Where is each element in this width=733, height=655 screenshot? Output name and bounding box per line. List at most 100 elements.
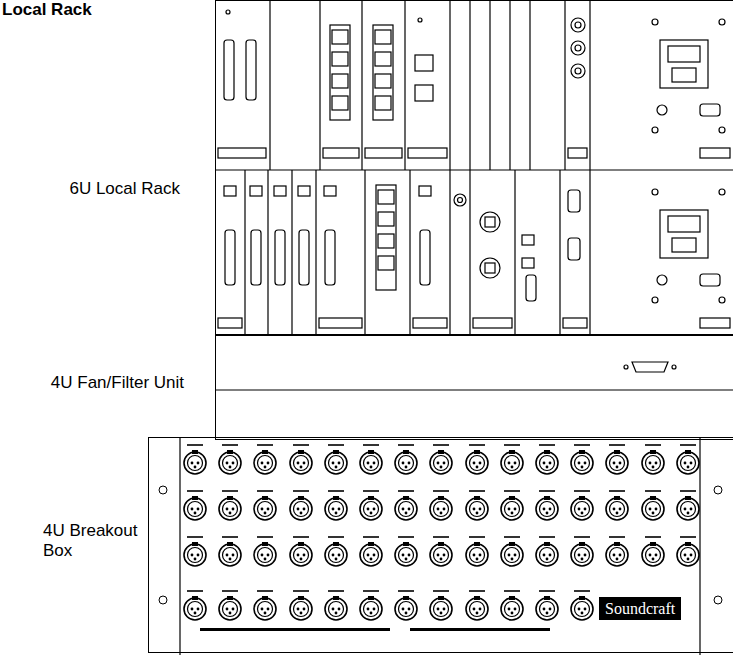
panel-screw	[652, 19, 658, 25]
rack-hole	[714, 596, 722, 604]
card-led	[226, 10, 230, 14]
xlr-row	[184, 536, 699, 566]
connector-stack	[376, 185, 396, 290]
xlr-connector	[430, 590, 452, 620]
card-footer	[473, 318, 512, 328]
bnc-socket	[571, 41, 585, 55]
diagram-title: Local Rack	[2, 0, 92, 20]
xlr-connector	[501, 590, 523, 620]
card-footer	[319, 318, 362, 328]
xlr-connector	[290, 536, 312, 566]
xlr-connector	[219, 490, 241, 520]
dsub-connector	[246, 40, 256, 100]
connector-cell	[332, 74, 348, 88]
rack-hole	[714, 486, 722, 494]
dsub-connector	[700, 274, 720, 286]
xlr-connector	[219, 536, 241, 566]
panel-screw	[652, 297, 658, 303]
xlr-connector	[395, 536, 417, 566]
xlr-row	[184, 590, 593, 620]
card-footer	[700, 148, 730, 158]
card-edge	[449, 0, 450, 170]
xlr-connector	[536, 590, 558, 620]
connector-cell	[378, 190, 394, 204]
rj45-socket	[415, 85, 433, 101]
xlr-connector	[536, 490, 558, 520]
optical-port	[522, 258, 534, 268]
card-edge	[469, 0, 470, 170]
connector-cell	[332, 30, 348, 44]
connector-cell	[375, 52, 391, 66]
xlr-row	[184, 444, 699, 474]
panel-screw	[624, 365, 628, 369]
xlr-connector	[254, 490, 276, 520]
card-footer	[365, 148, 402, 158]
connector-stack	[373, 25, 393, 120]
iec-inlet	[660, 210, 708, 258]
card-block	[224, 186, 236, 196]
mains-socket	[672, 68, 696, 82]
dsub-connector	[299, 230, 309, 285]
xlr-connector	[677, 444, 699, 474]
xlr-connector	[536, 444, 558, 474]
xlr-connector	[642, 490, 664, 520]
breakout-box: 4U Breakout BoxSoundcraft	[148, 437, 733, 653]
dsub-connector	[224, 40, 234, 100]
xlr-connector	[290, 590, 312, 620]
bnc-pin	[575, 68, 581, 74]
rj45-socket	[485, 263, 495, 273]
xlr-connector	[606, 444, 628, 474]
card-led	[418, 18, 422, 22]
card-footer	[563, 318, 587, 328]
panel-screw	[719, 127, 725, 133]
xlr-connector	[466, 490, 488, 520]
card-edge	[404, 0, 405, 170]
bnc-pin	[575, 45, 581, 51]
fan-unit-detail	[215, 362, 733, 390]
brand-logo: Soundcraft	[599, 597, 681, 620]
card-footer	[568, 148, 587, 158]
card-edge	[267, 170, 268, 335]
dsub-connector	[568, 190, 580, 212]
xlr-connector	[430, 444, 452, 474]
card-edge	[291, 170, 292, 335]
power-switch	[668, 46, 700, 62]
xlr-connector	[325, 536, 347, 566]
xlr-connector	[184, 490, 206, 520]
connector-cell	[375, 30, 391, 44]
xlr-connector	[571, 490, 593, 520]
rack-hole	[159, 486, 167, 494]
xlr-connector	[501, 536, 523, 566]
dsub-connector	[700, 104, 720, 116]
xlr-connector	[290, 444, 312, 474]
xlr-connector	[219, 590, 241, 620]
ethercon-socket	[480, 212, 500, 232]
bnc-socket	[454, 194, 466, 206]
bnc-socket	[571, 18, 585, 32]
unit-label: 4U Fan/Filter Unit	[51, 373, 184, 393]
rack-hole	[159, 596, 167, 604]
panel-screw	[719, 189, 725, 195]
panel-divider	[215, 389, 733, 390]
xlr-connector	[325, 490, 347, 520]
xlr-connector	[395, 490, 417, 520]
card-edge	[319, 0, 320, 170]
dsub-connector	[632, 362, 668, 372]
xlr-connector	[501, 490, 523, 520]
xlr-connector	[184, 590, 206, 620]
xlr-connector	[219, 444, 241, 474]
xlr-row	[184, 490, 699, 520]
card-block	[419, 186, 431, 196]
connector-cell	[375, 96, 391, 110]
card-edge	[559, 170, 560, 335]
xlr-connector	[606, 536, 628, 566]
xlr-connector	[430, 536, 452, 566]
local-rack-cards	[215, 0, 733, 335]
xlr-connector	[395, 590, 417, 620]
local-rack-frame: 6U Local Rack	[215, 0, 733, 335]
card-edge	[489, 0, 490, 170]
xlr-connector	[571, 590, 593, 620]
xlr-connector	[325, 590, 347, 620]
